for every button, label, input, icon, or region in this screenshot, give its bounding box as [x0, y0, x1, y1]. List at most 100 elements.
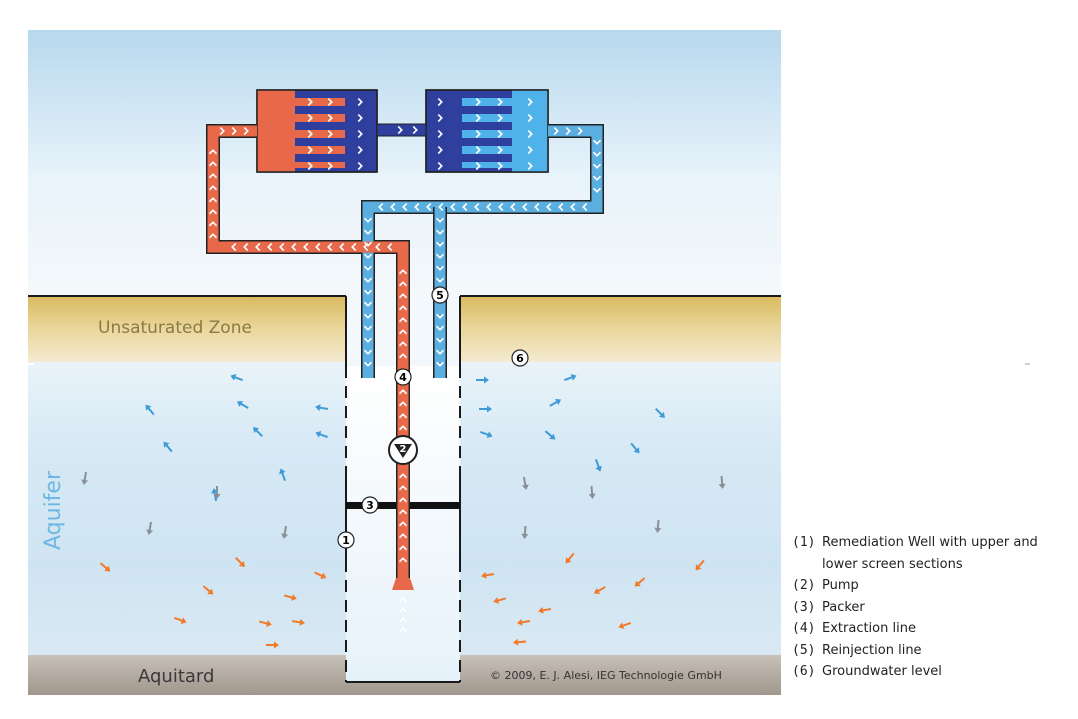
flow-chevron: [363, 325, 373, 331]
legend: (1) Remediation Well with upper and lowe…: [792, 532, 1072, 683]
legend-item: (6) Groundwater level: [792, 661, 1072, 683]
flow-chevron: [219, 126, 225, 136]
flow-chevron: [592, 151, 602, 157]
flow-arrow: [145, 404, 155, 416]
legend-text: Extraction line: [822, 621, 916, 636]
flow-arrow: [230, 374, 243, 381]
flow-chevron: [208, 209, 218, 215]
flow-chevron: [527, 161, 533, 171]
flow-chevron: [307, 97, 313, 107]
flow-arrow: [538, 606, 552, 614]
flow-chevron: [534, 202, 540, 212]
legend-number: (2): [792, 578, 816, 593]
flow-chevron: [363, 301, 373, 307]
flow-chevron: [398, 533, 408, 539]
flow-chevron: [510, 202, 516, 212]
flow-chevron: [398, 509, 408, 515]
groundwater-flow-arrows: [81, 374, 726, 649]
flow-chevron: [398, 521, 408, 527]
flow-chevron: [474, 202, 480, 212]
flow-chevron: [522, 202, 528, 212]
svg-text:1: 1: [342, 534, 350, 547]
flow-arrow: [655, 408, 665, 418]
flow-chevron: [435, 229, 445, 235]
flow-chevron: [327, 242, 333, 252]
flow-chevron: [592, 139, 602, 145]
marker-1: 1: [337, 531, 355, 549]
flow-arrow: [253, 427, 263, 437]
flow-arrow: [202, 585, 214, 595]
flow-arrow: [174, 617, 187, 624]
flow-chevron: [497, 161, 503, 171]
flow-chevron: [363, 337, 373, 343]
flow-arrow: [476, 376, 489, 384]
legend-item: (5) Reinjection line: [792, 640, 1072, 662]
flow-arrow: [718, 475, 726, 489]
flow-arrow: [291, 618, 305, 626]
extraction-pipe-fill: [207, 125, 409, 578]
flow-chevron: [527, 97, 533, 107]
flow-chevron: [475, 97, 481, 107]
flow-chevron: [307, 113, 313, 123]
flow-chevron: [208, 221, 218, 227]
flow-chevron: [527, 145, 533, 155]
pump-icon: [388, 435, 418, 465]
flow-chevron: [375, 242, 381, 252]
flow-chevron: [398, 341, 408, 347]
flow-chevron: [435, 253, 445, 259]
flow-chevron: [307, 129, 313, 139]
flow-chevron: [553, 126, 559, 136]
flow-chevron: [307, 145, 313, 155]
flow-chevron: [267, 242, 273, 252]
intake-funnel: [392, 578, 414, 590]
flow-chevron: [475, 113, 481, 123]
flow-arrow: [588, 485, 596, 499]
flow-chevron: [398, 545, 408, 551]
legend-text: Pump: [822, 578, 859, 593]
legend-text: Groundwater level: [822, 664, 942, 679]
flow-chevron: [363, 313, 373, 319]
flow-chevron: [414, 202, 420, 212]
flow-chevron: [398, 485, 408, 491]
flow-chevron: [546, 202, 552, 212]
flow-chevron: [592, 163, 602, 169]
flow-chevron: [327, 145, 333, 155]
legend-item: (1) Remediation Well with upper and lowe…: [792, 532, 1072, 575]
flow-chevron: [363, 241, 373, 247]
svg-text:2: 2: [400, 444, 407, 455]
flow-chevron: [398, 597, 408, 603]
legend-number: (4): [792, 621, 816, 636]
flow-chevron: [279, 242, 285, 252]
flow-arrow: [99, 562, 111, 572]
flow-chevron: [363, 217, 373, 223]
flow-chevron: [327, 129, 333, 139]
legend-number: (3): [792, 599, 816, 615]
flow-arrow: [479, 405, 492, 413]
flow-chevron: [363, 349, 373, 355]
flow-chevron: [558, 202, 564, 212]
flow-arrow: [480, 431, 493, 438]
flow-chevron: [208, 197, 218, 203]
flow-arrow: [521, 525, 529, 539]
flow-chevron: [208, 161, 218, 167]
flow-chevron: [437, 129, 443, 139]
heat-exchanger-right: [425, 89, 549, 173]
flow-chevron: [435, 277, 445, 283]
flow-arrow: [146, 521, 154, 535]
flow-chevron: [497, 113, 503, 123]
marker-4: 4: [394, 368, 412, 386]
flow-chevron: [327, 161, 333, 171]
flow-arrow: [564, 374, 577, 381]
flow-chevron: [462, 202, 468, 212]
flow-chevron: [527, 129, 533, 139]
flow-arrow: [281, 525, 289, 539]
flow-arrow: [493, 597, 507, 604]
flow-arrow: [279, 468, 286, 481]
flow-chevron: [363, 277, 373, 283]
flow-chevron: [378, 202, 384, 212]
flow-chevron: [398, 329, 408, 335]
svg-text:3: 3: [366, 499, 374, 512]
flow-arrow: [634, 577, 646, 587]
flow-arrow: [695, 559, 705, 571]
